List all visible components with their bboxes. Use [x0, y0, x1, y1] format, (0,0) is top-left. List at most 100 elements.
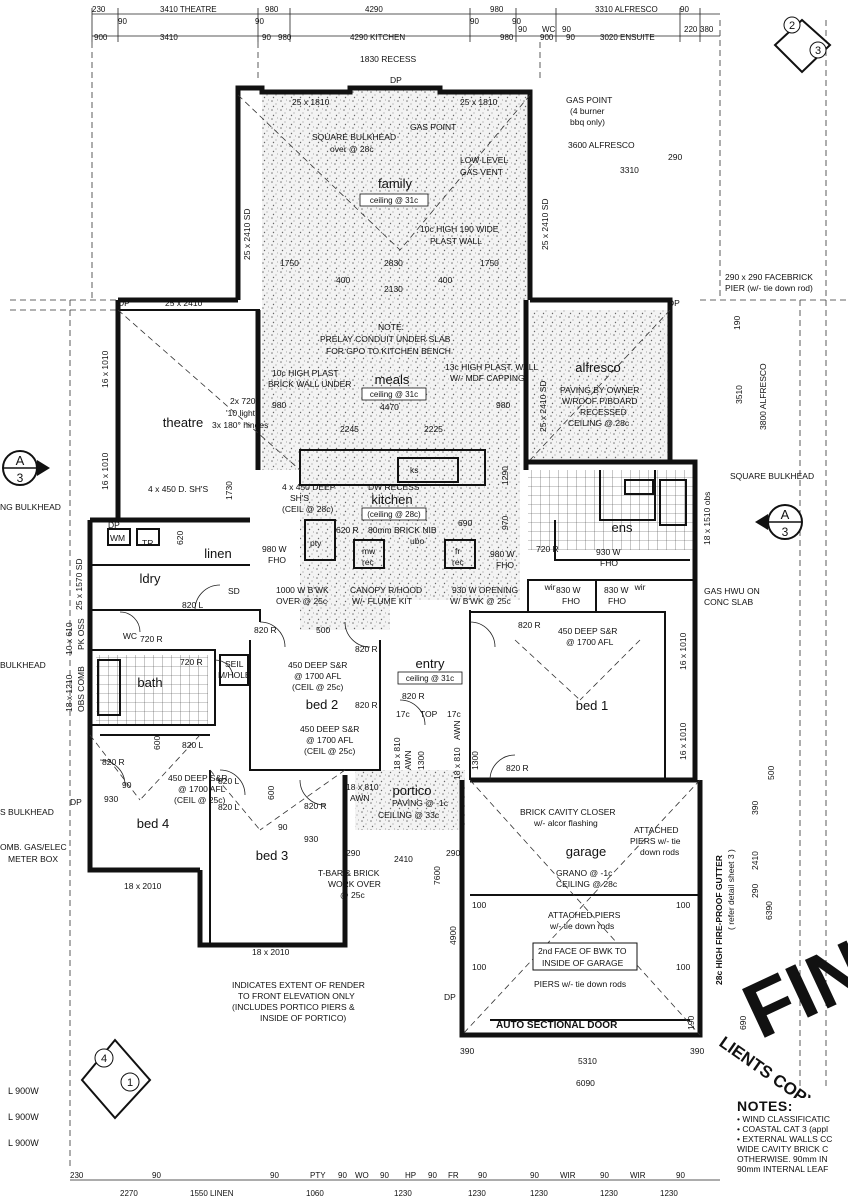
- dim-text: 90: [512, 17, 521, 26]
- annotation-text: PK OSS: [76, 618, 86, 650]
- annotation-text: 2830: [384, 258, 403, 268]
- annotation-text: S BULKHEAD: [0, 807, 54, 817]
- annotation-text: 1750: [280, 258, 299, 268]
- annotation-text: ( refer detail sheet 3 ): [726, 849, 736, 930]
- annotation-text: WORK OVER: [328, 879, 381, 889]
- dim-text: 980: [278, 33, 292, 42]
- annotation-text: 390: [690, 1046, 704, 1056]
- room-label-meals: meals: [375, 372, 410, 387]
- elevation-marker-top: 2 3: [773, 16, 832, 74]
- annotation-text: FHO: [496, 560, 514, 570]
- annotation-text: 6390: [764, 901, 774, 920]
- dim-text: 2270: [120, 1189, 138, 1198]
- dim-text: 380: [700, 25, 714, 34]
- annotation-text: rec: [452, 557, 465, 567]
- annotation-text: BRICK WALL UNDER: [268, 379, 351, 389]
- annotation-text: 25 x 1570 SD: [74, 558, 84, 610]
- annotation-text: (CEIL @ 25c): [174, 795, 225, 805]
- annotation-text: TR: [142, 538, 153, 548]
- annotation-text: 500: [316, 625, 330, 635]
- annotation-text: PLAST WALL: [430, 236, 482, 246]
- section-label: A: [781, 507, 790, 522]
- dim-text: 3310 ALFRESCO: [595, 5, 658, 14]
- ensuite-tile: [528, 470, 693, 550]
- annotation-text: ATTACHED PIERS: [548, 910, 621, 920]
- annotation-text: 10c HIGH 190 WIDE: [420, 224, 499, 234]
- annotation-text: 390: [460, 1046, 474, 1056]
- dashed-grid-lines: [10, 20, 848, 1170]
- annotation-text: INSIDE OF PORTICO): [260, 1013, 346, 1023]
- annotation-text: 3x 180° hinges: [212, 420, 268, 430]
- annotation-text: DP: [70, 797, 82, 807]
- portico-floor-fill: [355, 770, 465, 830]
- dim-text: 90: [566, 33, 575, 42]
- dim-text: 1060: [306, 1189, 324, 1198]
- annotation-text: 390: [750, 801, 760, 815]
- annotation-text: 18 x 1210: [64, 674, 74, 712]
- annotation-text: GAS POINT: [410, 122, 456, 132]
- room-label-entry: entry: [416, 656, 445, 671]
- annotation-text: 18 x 810: [346, 782, 379, 792]
- annotation-text: 930: [304, 834, 318, 844]
- notes-title: NOTES:: [737, 1098, 793, 1114]
- annotation-text: PRELAY CONDUIT UNDER SLAB: [320, 334, 451, 344]
- annotation-text: 820 L: [182, 600, 204, 610]
- annotation-text: T-BAR & BRICK: [318, 868, 380, 878]
- annotation-text: 720 R: [536, 544, 559, 554]
- annotation-text: W/ B'WK @ 25c: [450, 596, 512, 606]
- annotation-text: FOR GPO TO KITCHEN BENCH: [326, 346, 451, 356]
- room-label-bed3: bed 3: [256, 848, 289, 863]
- annotation-text: 930 W: [596, 547, 621, 557]
- annotation-text: 5310: [578, 1056, 597, 1066]
- annotation-text: 620: [175, 531, 185, 545]
- annotation-text: DP: [108, 520, 120, 530]
- dim-text: 1230: [468, 1189, 486, 1198]
- annotation-text: OVER @ 25c: [276, 596, 328, 606]
- annotation-text: 10 x 610: [64, 622, 74, 655]
- dim-text: 90: [600, 1171, 609, 1180]
- annotation-text: 450 DEEP S&R: [300, 724, 359, 734]
- annotation-text: CEILING @ 33c: [378, 810, 440, 820]
- annotation-text: 25 x 2410 SD: [540, 198, 550, 250]
- section-sheet: 3: [782, 525, 789, 539]
- annotation-text: DP: [668, 298, 680, 308]
- dim-text: 90: [680, 5, 689, 14]
- dim-text: 3020 ENSUITE: [600, 33, 655, 42]
- room-label-bed2: bed 2: [306, 697, 339, 712]
- legend-item: L 900W: [8, 1086, 39, 1096]
- section-sheet: 3: [17, 471, 24, 485]
- annotation-text: 400: [438, 275, 452, 285]
- annotation-text: PAVING @ -1c: [392, 798, 449, 808]
- bottom-dimensions: 230 90 90 PTY 90 WO 90 HP 90 FR 90 90 WI…: [70, 1171, 720, 1198]
- annotation-text: 1830 RECESS: [360, 54, 417, 64]
- annotation-text: GAS HWU ON: [704, 586, 760, 596]
- annotation-text: 4470: [380, 402, 399, 412]
- walls: [87, 85, 703, 1038]
- annotation-text: 720 R: [140, 634, 163, 644]
- annotation-text: 820 R: [518, 620, 541, 630]
- notes-panel: NOTES: • WIND CLASSIFICATIC • COASTAL CA…: [731, 1098, 848, 1200]
- notes-line: • EXTERNAL WALLS CC: [737, 1134, 833, 1144]
- annotation-text: (CEIL @ 28c): [282, 504, 333, 514]
- annotation-text: 18 x 810: [452, 747, 462, 780]
- annotation-text: 720 R: [180, 657, 203, 667]
- annotation-text: 1750: [480, 258, 499, 268]
- annotation-text: 3310: [620, 165, 639, 175]
- annotation-text: fr: [455, 546, 460, 556]
- annotation-text: NOTE:: [378, 322, 404, 332]
- annotation-text: 290: [346, 848, 360, 858]
- dim-text: 980: [490, 5, 504, 14]
- legend-item: L 900W: [8, 1112, 39, 1122]
- annotation-text: 290: [668, 152, 682, 162]
- annotation-text: DP: [390, 75, 402, 85]
- annotation-text: 980: [496, 400, 510, 410]
- dim-text: 900: [540, 33, 554, 42]
- annotation-text: 3510: [734, 385, 744, 404]
- dim-text: WIR: [630, 1171, 646, 1180]
- annotation-text: 17c: [447, 709, 461, 719]
- annotation-text: 1730: [224, 481, 234, 500]
- notes-line: 90mm INTERNAL LEAF: [737, 1164, 829, 1174]
- annotation-text: 1000 W B'WK: [276, 585, 329, 595]
- annotation-text: PAVING BY OWNER: [560, 385, 639, 395]
- room-label-family: family: [378, 176, 412, 191]
